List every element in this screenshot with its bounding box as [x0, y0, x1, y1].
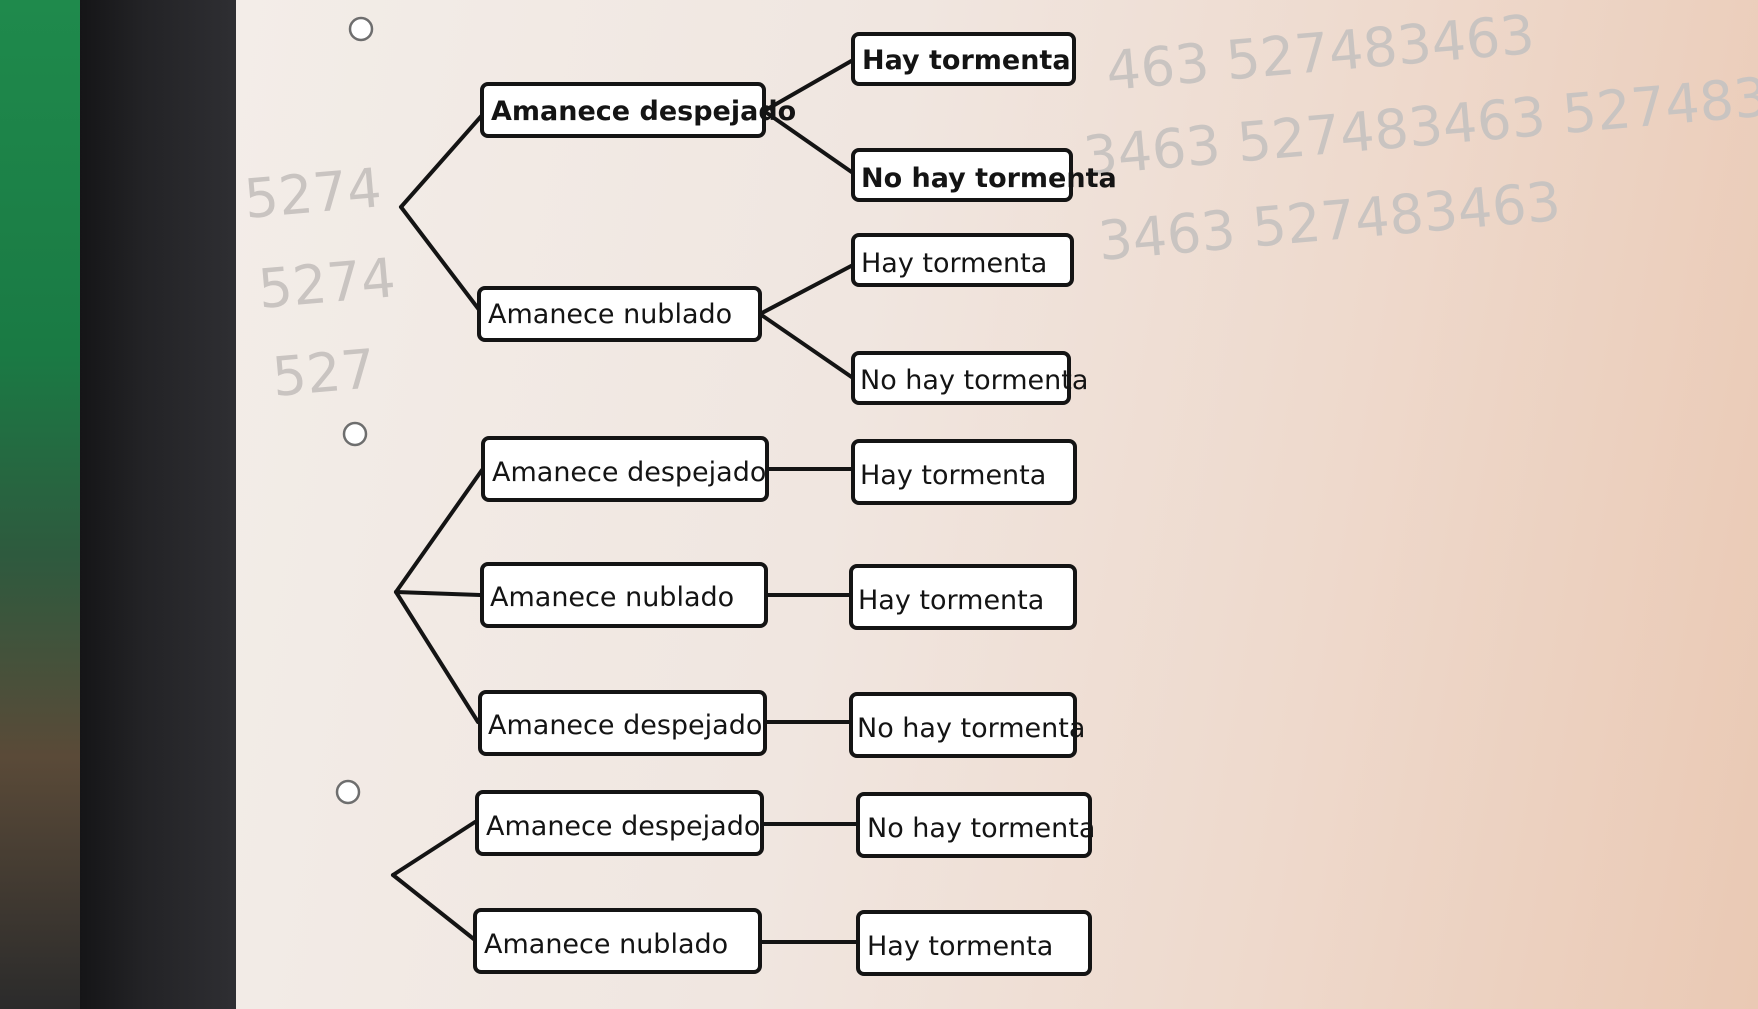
option-3-node-2: Amanece nublado [473, 908, 762, 974]
option-3-edge-root-1 [391, 820, 477, 877]
node-label: Amanece despejado [492, 457, 766, 488]
node-label: Hay tormenta [860, 460, 1046, 491]
option-2-edge-root-2 [394, 590, 482, 597]
watermark-line-1: 463 527483463 [1104, 3, 1537, 103]
option-1-group[interactable]: Amanece despejado Amanece nublado Hay to… [348, 16, 1117, 405]
watermark-line-3: 3463 527483463 [1096, 170, 1564, 273]
node-label: Hay tormenta [867, 931, 1053, 962]
node-label: Hay tormenta [858, 585, 1044, 616]
option-1-edge-nublado-nohay [758, 312, 855, 380]
option-2-edge-root-3 [394, 590, 480, 724]
option-2-group[interactable]: Amanece despejado Amanece nublado Amanec… [342, 421, 1085, 758]
option-3-node-1: Amanece despejado [475, 790, 764, 856]
node-label: Amanece despejado [486, 811, 760, 842]
option-1-node-despejado: Amanece despejado [480, 82, 796, 138]
node-label: No hay tormenta [860, 365, 1088, 396]
option-1-radio[interactable] [348, 16, 374, 42]
option-2-node-3-child: No hay tormenta [849, 692, 1085, 758]
monitor-bezel [80, 0, 240, 1009]
watermark-line-4: 5274 [242, 156, 384, 231]
option-2-node-3: Amanece despejado [478, 690, 767, 756]
option-3-radio[interactable] [335, 779, 361, 805]
node-label: No hay tormenta [857, 713, 1085, 744]
option-2-node-2: Amanece nublado [480, 562, 768, 628]
background-wall [0, 0, 95, 1009]
node-label: Amanece nublado [490, 582, 734, 613]
option-1-node-despejado-nohay: No hay tormenta [851, 148, 1117, 202]
option-1-node-nublado-hay: Hay tormenta [851, 233, 1074, 287]
node-label: No hay tormenta [867, 813, 1095, 844]
option-2-node-1-child: Hay tormenta [851, 439, 1077, 505]
option-2-radio[interactable] [342, 421, 368, 447]
option-1-node-nublado-nohay: No hay tormenta [851, 351, 1088, 405]
option-3-group[interactable]: Amanece despejado Amanece nublado No hay… [335, 779, 1095, 976]
option-3-edge-root-2 [391, 873, 477, 942]
node-label: Amanece despejado [491, 96, 796, 127]
option-1-node-nublado: Amanece nublado [477, 286, 762, 342]
node-label: Amanece nublado [484, 929, 728, 960]
option-1-edge-root-despejado [399, 111, 486, 209]
node-label: No hay tormenta [861, 163, 1117, 194]
node-label: Amanece despejado [488, 710, 762, 741]
option-1-edge-despejado-nohay [762, 109, 855, 175]
node-label: Amanece nublado [488, 299, 732, 330]
option-3-node-1-child: No hay tormenta [856, 792, 1095, 858]
watermark-line-6: 527 [270, 337, 378, 409]
watermark-line-5: 5274 [256, 246, 398, 321]
option-2-node-1: Amanece despejado [481, 436, 769, 502]
option-1-edge-root-nublado [399, 205, 482, 313]
option-1-edge-nublado-hay [758, 263, 855, 316]
option-1-edge-despejado-hay [762, 58, 855, 113]
node-label: Hay tormenta [862, 45, 1071, 76]
node-label: Hay tormenta [861, 248, 1047, 279]
option-2-edge-root-1 [394, 468, 484, 594]
option-2-node-2-child: Hay tormenta [849, 564, 1077, 630]
option-1-node-despejado-hay: Hay tormenta [851, 32, 1076, 86]
option-3-node-2-child: Hay tormenta [856, 910, 1092, 976]
